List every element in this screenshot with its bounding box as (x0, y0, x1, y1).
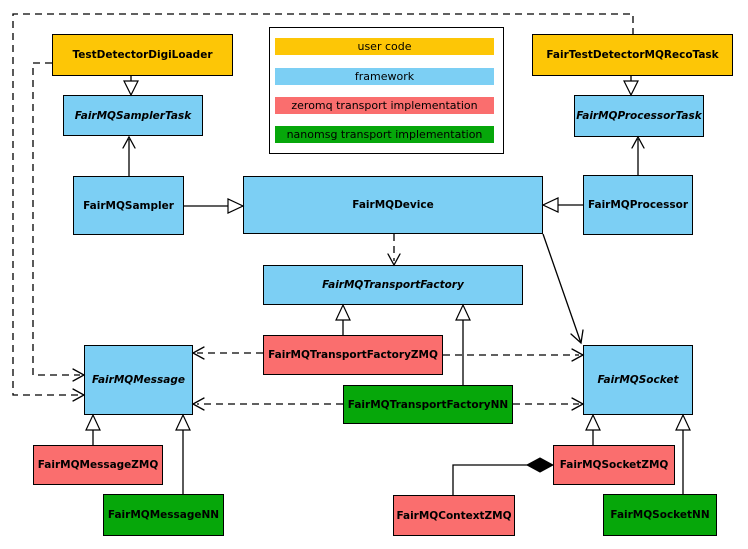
node-fairmqprocessor: FairMQProcessor (583, 175, 693, 235)
node-label: FairMQTransportFactoryZMQ (268, 349, 438, 361)
node-fairtestdetectormqrecotask: FairTestDetectorMQRecoTask (532, 34, 733, 76)
node-label: FairMQMessageZMQ (37, 459, 159, 471)
node-label: FairMQTransportFactory (322, 279, 464, 291)
node-label: FairMQSamplerTask (74, 109, 192, 122)
node-label: FairMQMessageNN (107, 509, 220, 521)
node-fairmqsamplertask: FairMQSamplerTask (63, 95, 203, 136)
node-label: FairMQProcessorTask (576, 110, 702, 122)
edge-socketzmq-socket-inheritance (585, 413, 601, 445)
edge-tfnn-socket-dependency (513, 397, 585, 411)
edge-tfzmq-transportfactory-inheritance (335, 303, 351, 335)
node-fairmqsampler: FairMQSampler (73, 176, 184, 235)
node-fairmqprocessortask: FairMQProcessorTask (574, 95, 704, 137)
edge-sampler-samplertask-association (122, 135, 136, 176)
node-fairmqdevice: FairMQDevice (243, 176, 543, 234)
node-label: FairMQMessage (92, 374, 185, 386)
node-label: FairMQSocket (597, 374, 679, 386)
node-fairmqtransportfactoryzmq: FairMQTransportFactoryZMQ (263, 335, 443, 375)
legend-label: user code (357, 40, 412, 53)
edge-recotask-processortask-inheritance (623, 76, 639, 97)
node-label: FairMQContextZMQ (396, 509, 512, 522)
legend-label: framework (354, 70, 415, 83)
node-fairmqsocketnn: FairMQSocketNN (603, 494, 717, 536)
node-label: FairMQSocketNN (610, 509, 710, 521)
node-label: FairMQTransportFactoryNN (347, 398, 509, 411)
edge-tfzmq-message-dependency (191, 346, 263, 360)
node-fairmqmessagenn: FairMQMessageNN (103, 494, 224, 536)
node-fairmqsocketzmq: FairMQSocketZMQ (553, 445, 675, 485)
node-fairmqmessage: FairMQMessage (84, 345, 193, 415)
legend-label: zeromq transport implementation (291, 99, 478, 112)
node-fairmqcontextzmq: FairMQContextZMQ (393, 495, 515, 536)
edge-messagezmq-message-inheritance (85, 413, 101, 445)
edge-sampler-device-inheritance (184, 198, 245, 214)
edge-contextzmq-socketzmq-composition (452, 457, 555, 495)
legend-swatch-framework: framework (275, 68, 494, 85)
node-label: FairMQSocketZMQ (559, 459, 669, 471)
node-label: FairMQProcessor (587, 199, 689, 211)
node-fairmqtransportfactory: FairMQTransportFactory (263, 265, 523, 305)
edge-device-socket-association (542, 233, 584, 345)
edge-tfzmq-socket-dependency (443, 348, 585, 362)
edge-socketnn-socket-inheritance (675, 413, 691, 494)
legend: user code framework zeromq transport imp… (269, 27, 504, 154)
edge-messagenn-message-inheritance (175, 413, 191, 494)
node-fairmqtransportfactorynn: FairMQTransportFactoryNN (343, 385, 513, 424)
edge-digiloader-samplertask-inheritance (123, 76, 139, 97)
edge-device-transportfactory-dependency (387, 234, 401, 267)
legend-swatch-zeromq: zeromq transport implementation (275, 97, 494, 114)
node-label: FairTestDetectorMQRecoTask (546, 49, 719, 61)
edge-tfnn-transportfactory-inheritance (455, 303, 471, 385)
edge-processor-device-inheritance (541, 197, 583, 213)
legend-swatch-user-code: user code (275, 38, 494, 55)
node-fairmqsocket: FairMQSocket (583, 345, 693, 415)
edge-processor-processortask-association (631, 135, 645, 175)
node-label: TestDetectorDigiLoader (72, 49, 213, 61)
node-label: FairMQDevice (352, 199, 434, 211)
legend-swatch-nanomsg: nanomsg transport implementation (275, 126, 494, 143)
node-label: FairMQSampler (83, 199, 174, 212)
node-fairmqmessagezmq: FairMQMessageZMQ (33, 445, 163, 485)
legend-label: nanomsg transport implementation (286, 128, 483, 141)
edge-tfnn-message-dependency (191, 397, 343, 411)
node-testdetectordigiloader: TestDetectorDigiLoader (52, 34, 233, 76)
